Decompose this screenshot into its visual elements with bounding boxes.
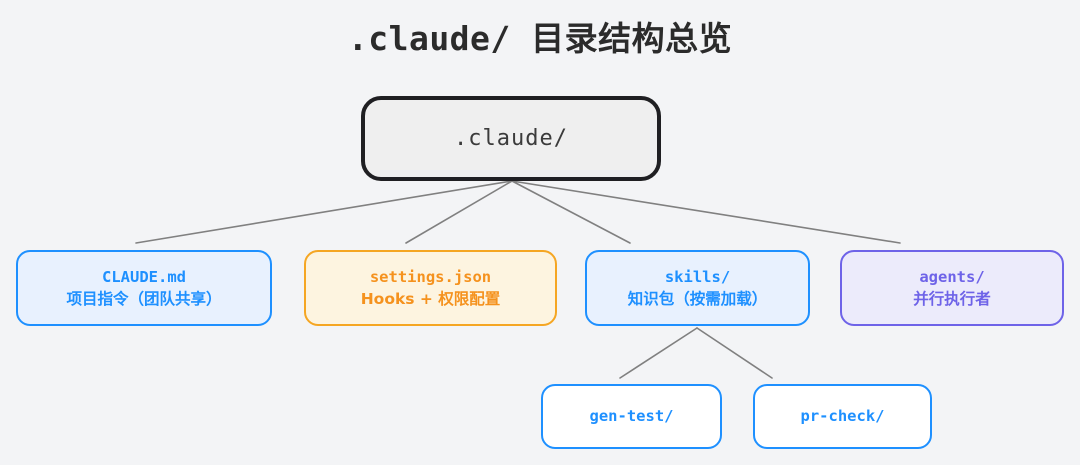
node-skills[interactable]: skills/ 知识包（按需加载） <box>585 250 810 326</box>
edge-root-to-claude-md <box>135 180 513 244</box>
node-claude-md[interactable]: CLAUDE.md 项目指令（团队共享） <box>16 250 272 326</box>
node-gen-test[interactable]: gen-test/ <box>541 384 722 449</box>
node-settings-json-title: settings.json <box>369 268 492 287</box>
node-claude-md-title: CLAUDE.md <box>102 268 186 287</box>
node-root-label: .claude/ <box>454 125 568 151</box>
node-skills-title: skills/ <box>664 268 731 287</box>
node-gen-test-title: gen-test/ <box>589 407 674 426</box>
node-agents-title: agents/ <box>919 268 985 287</box>
node-skills-subtitle: 知识包（按需加载） <box>627 289 768 308</box>
node-pr-check[interactable]: pr-check/ <box>753 384 932 449</box>
edge-skills-to-pr-check <box>696 327 773 379</box>
node-settings-json-subtitle: Hooks + 权限配置 <box>360 289 501 308</box>
node-settings-json[interactable]: settings.json Hooks + 权限配置 <box>304 250 557 326</box>
node-claude-md-subtitle: 项目指令（团队共享） <box>66 289 222 308</box>
node-agents[interactable]: agents/ 并行执行者 <box>840 250 1064 326</box>
diagram-title: .claude/ 目录结构总览 <box>347 19 733 58</box>
node-pr-check-title: pr-check/ <box>800 407 885 426</box>
node-root-claude-dir[interactable]: .claude/ <box>361 96 661 181</box>
edge-root-to-settings-json <box>405 180 513 244</box>
edge-skills-to-gen-test <box>619 327 698 379</box>
node-agents-subtitle: 并行执行者 <box>913 289 991 308</box>
edge-root-to-skills <box>511 180 631 244</box>
edge-root-to-agents <box>511 180 901 244</box>
